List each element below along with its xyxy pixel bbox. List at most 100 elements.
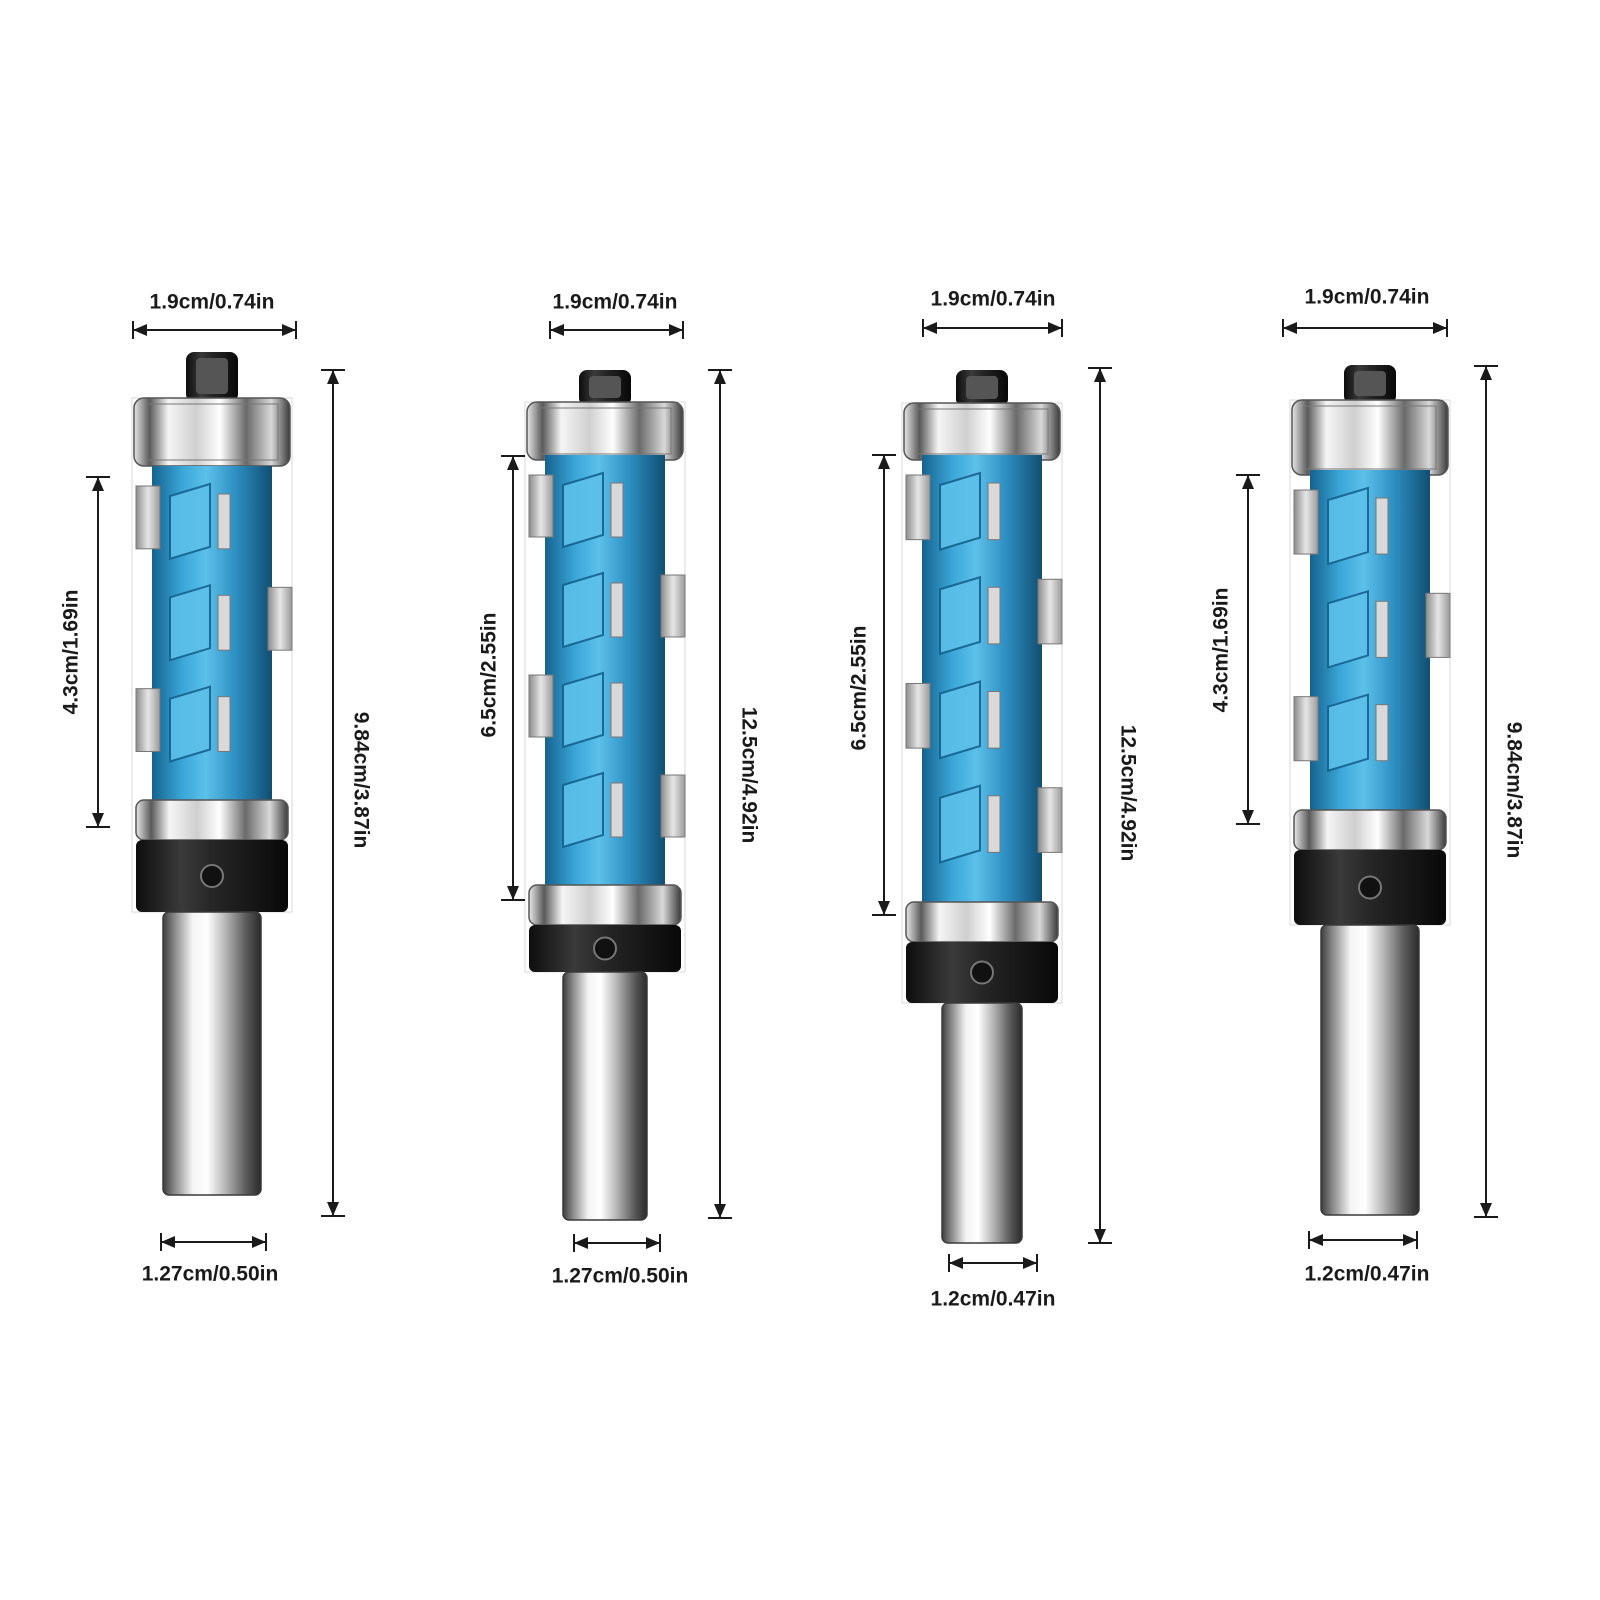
lower-bearing	[905, 901, 1059, 943]
cutting-length-arrow	[872, 454, 896, 916]
total-length-arrow-head-bottom	[327, 1202, 339, 1216]
flute-side	[905, 474, 931, 541]
lock-collar	[1294, 850, 1446, 925]
flute-face	[939, 471, 981, 551]
total-length-arrow-head-bottom	[1094, 1229, 1106, 1243]
cutting-length-arrow-head-top	[878, 455, 890, 469]
screw-socket	[1354, 371, 1386, 396]
hex-socket-screw-icon	[1344, 365, 1396, 404]
cutting-length-label: 6.5cm/2.55in	[478, 613, 501, 738]
top-bearing-inner-ring	[145, 403, 279, 461]
flute-face	[1327, 693, 1369, 773]
cutting-length-arrow-head-top	[1242, 475, 1254, 489]
flute-side	[135, 485, 161, 550]
router-bit-3: 1.9cm/0.74in 6.5cm/2.55in 12.5cm/4.92in 1.2…	[848, 288, 1140, 1311]
shank-width-label: 1.27cm/0.50in	[142, 1263, 279, 1286]
shank-width-arrow-head-left	[949, 1257, 963, 1269]
shank-width-label: 1.2cm/0.47in	[931, 1288, 1056, 1311]
flute-side	[1293, 696, 1319, 762]
top-width-arrow-head-left	[1283, 322, 1297, 334]
top-width-arrow-head-left	[923, 322, 937, 334]
cutting-length-arrow-head-bottom	[1242, 810, 1254, 824]
flute-side	[1037, 787, 1063, 853]
flute-face	[939, 575, 981, 656]
cutting-length-arrow	[501, 455, 525, 901]
flute-face	[562, 571, 604, 649]
set-screw-icon	[200, 864, 224, 888]
bearing-icon	[528, 884, 682, 926]
flute-edge	[610, 582, 624, 638]
top-width-arrow-head-left	[133, 324, 147, 336]
total-length-arrow-head-top	[327, 370, 339, 384]
flute-edge	[987, 691, 1001, 749]
cutting-length-arrow-head-bottom	[878, 901, 890, 915]
total-length-arrow	[1088, 367, 1112, 1244]
top-width-label: 1.9cm/0.74in	[931, 288, 1056, 311]
bearing-icon	[133, 397, 291, 467]
shank-width-arrow-head-right	[646, 1237, 660, 1249]
flute-edge	[987, 586, 1001, 645]
bearing-icon	[526, 401, 684, 461]
top-width-label: 1.9cm/0.74in	[150, 291, 275, 314]
cutting-length-label: 6.5cm/2.55in	[848, 626, 871, 751]
total-length-arrow-head-top	[1094, 368, 1106, 382]
flute-face	[1327, 589, 1369, 669]
flute-edge	[1375, 497, 1389, 555]
bearing-icon	[1293, 809, 1447, 851]
flute-edge	[217, 696, 231, 752]
total-length-arrow	[321, 369, 345, 1217]
shank-width-arrow-head-right	[1403, 1234, 1417, 1246]
flute-face	[562, 671, 604, 749]
set-screw-icon	[593, 936, 617, 961]
total-length-arrow	[708, 369, 732, 1219]
screw-socket	[196, 358, 228, 394]
flute-face	[939, 784, 981, 864]
shank-width-arrow-head-right	[252, 1236, 266, 1248]
top-bearing-inner-ring	[915, 408, 1049, 455]
top-width-label: 1.9cm/0.74in	[553, 291, 678, 314]
total-length-label: 9.84cm/3.87in	[1502, 722, 1525, 859]
router-bits-layer: 1.9cm/0.74in 4.3cm/1.69in 9.84cm/3.87in 1.2…	[60, 286, 1526, 1311]
flute-side	[528, 674, 554, 738]
lower-bearing	[528, 884, 682, 926]
carbide-flutes	[135, 482, 293, 763]
total-length-label: 12.5cm/4.92in	[1116, 725, 1139, 862]
steel-shank	[162, 911, 262, 1196]
flute-face	[939, 680, 981, 760]
flute-edge	[610, 682, 624, 738]
shank-width-arrow	[160, 1233, 267, 1251]
screw-socket	[589, 376, 621, 398]
router-bit-1: 1.9cm/0.74in4.3cm/1.69in9.84cm/3.87in1.2…	[60, 291, 373, 1286]
bearing-icon	[905, 901, 1059, 943]
lower-bearing	[1293, 809, 1447, 851]
router-bit-4: 1.9cm/0.74in4.3cm/1.69in9.84cm/3.87in1.2…	[1210, 286, 1526, 1286]
hex-socket-screw-icon	[186, 352, 238, 402]
top-width-arrow	[1282, 319, 1448, 337]
flute-side	[660, 574, 686, 638]
top-bearing-inner-ring	[1303, 405, 1437, 470]
top-width-arrow-head-right	[1433, 322, 1447, 334]
top-bearing	[903, 402, 1061, 461]
lock-collar	[906, 942, 1058, 1003]
top-width-arrow	[549, 321, 684, 339]
shank-width-arrow	[1308, 1231, 1418, 1249]
flute-edge	[1375, 704, 1389, 762]
steel-shank	[1320, 924, 1420, 1216]
carbide-flutes	[1293, 486, 1451, 773]
top-width-arrow	[922, 319, 1063, 337]
lower-bearing	[135, 799, 289, 841]
flute-edge	[987, 795, 1001, 853]
lock-collar	[136, 840, 288, 912]
flute-face	[562, 471, 604, 549]
shank-width-label: 1.2cm/0.47in	[1305, 1263, 1430, 1286]
flute-face	[169, 583, 211, 662]
flute-face	[562, 771, 604, 849]
flute-side	[528, 474, 554, 538]
flute-edge	[1375, 600, 1389, 658]
total-length-arrow-head-top	[1480, 366, 1492, 380]
cutting-length-label: 4.3cm/1.69in	[60, 590, 83, 715]
flute-edge	[217, 594, 231, 651]
cutting-length-arrow	[86, 476, 110, 828]
flute-face	[169, 685, 211, 763]
